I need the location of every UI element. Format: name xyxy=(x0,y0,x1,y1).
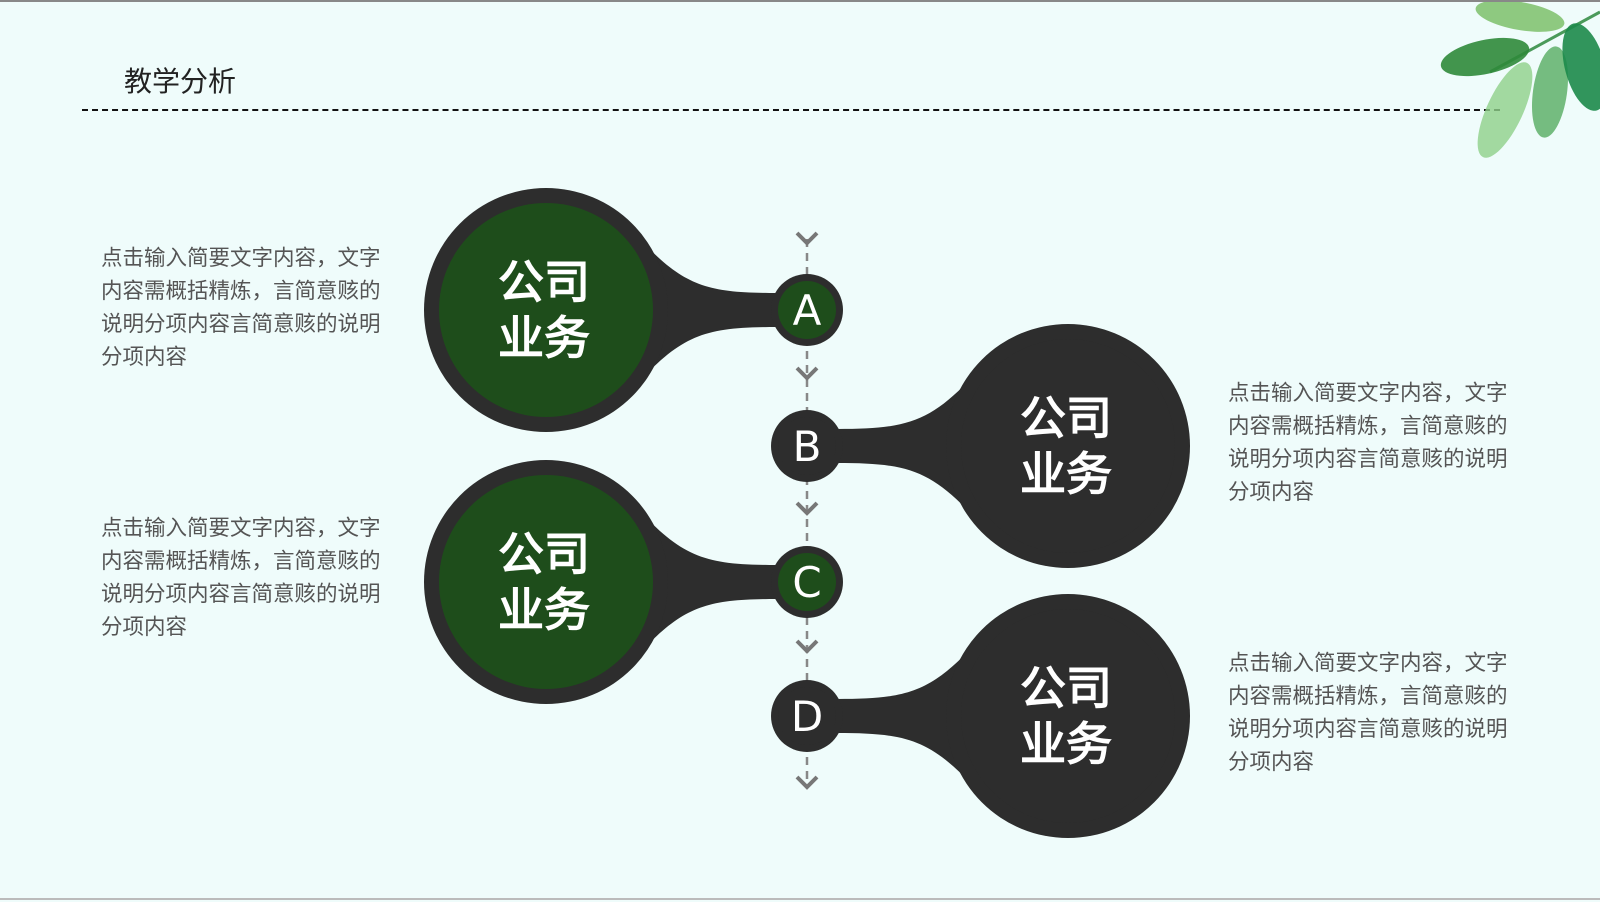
chevron-down-icon xyxy=(795,366,819,381)
title-divider xyxy=(82,109,1500,111)
description-b: 点击输入简要文字内容，文字内容需概括精炼，言简意赅的说明分项内容言简意赅的说明分… xyxy=(1228,381,1508,505)
page-title: 教学分析 xyxy=(124,65,237,98)
leaves-icon xyxy=(1440,2,1600,158)
node-label-line2: 业务 xyxy=(498,583,590,637)
chevron-down-icon xyxy=(795,639,819,654)
node-label-line1: 公司 xyxy=(1020,661,1112,715)
small-circle-inner xyxy=(778,687,836,745)
node-label-line1: 公司 xyxy=(1020,391,1112,445)
description-c: 点击输入简要文字内容，文字内容需概括精炼，言简意赅的说明分项内容言简意赅的说明分… xyxy=(101,516,381,640)
big-circle-inner xyxy=(439,203,653,417)
node-label-line1: 公司 xyxy=(498,255,590,309)
node-label-line1: 公司 xyxy=(498,527,590,581)
node-letter: C xyxy=(792,558,821,607)
node-label-line2: 业务 xyxy=(1020,447,1112,501)
big-circle-inner xyxy=(961,609,1175,823)
chevron-down-icon xyxy=(795,231,819,246)
big-circle-inner xyxy=(961,339,1175,553)
chevron-down-icon xyxy=(795,501,819,516)
big-circle-inner xyxy=(439,475,653,689)
node-letter: B xyxy=(793,422,822,471)
node-label-line2: 业务 xyxy=(498,311,590,365)
small-circle-inner xyxy=(778,417,836,475)
description-d: 点击输入简要文字内容，文字内容需概括精炼，言简意赅的说明分项内容言简意赅的说明分… xyxy=(1228,651,1508,775)
small-circle-inner xyxy=(778,281,836,339)
small-circle-inner xyxy=(778,553,836,611)
node-letter: A xyxy=(793,286,822,335)
chevron-down-icon xyxy=(795,775,819,790)
node-letter: D xyxy=(791,692,823,741)
node-label-line2: 业务 xyxy=(1020,717,1112,771)
description-a: 点击输入简要文字内容，文字内容需概括精炼，言简意赅的说明分项内容言简意赅的说明分… xyxy=(101,246,381,370)
